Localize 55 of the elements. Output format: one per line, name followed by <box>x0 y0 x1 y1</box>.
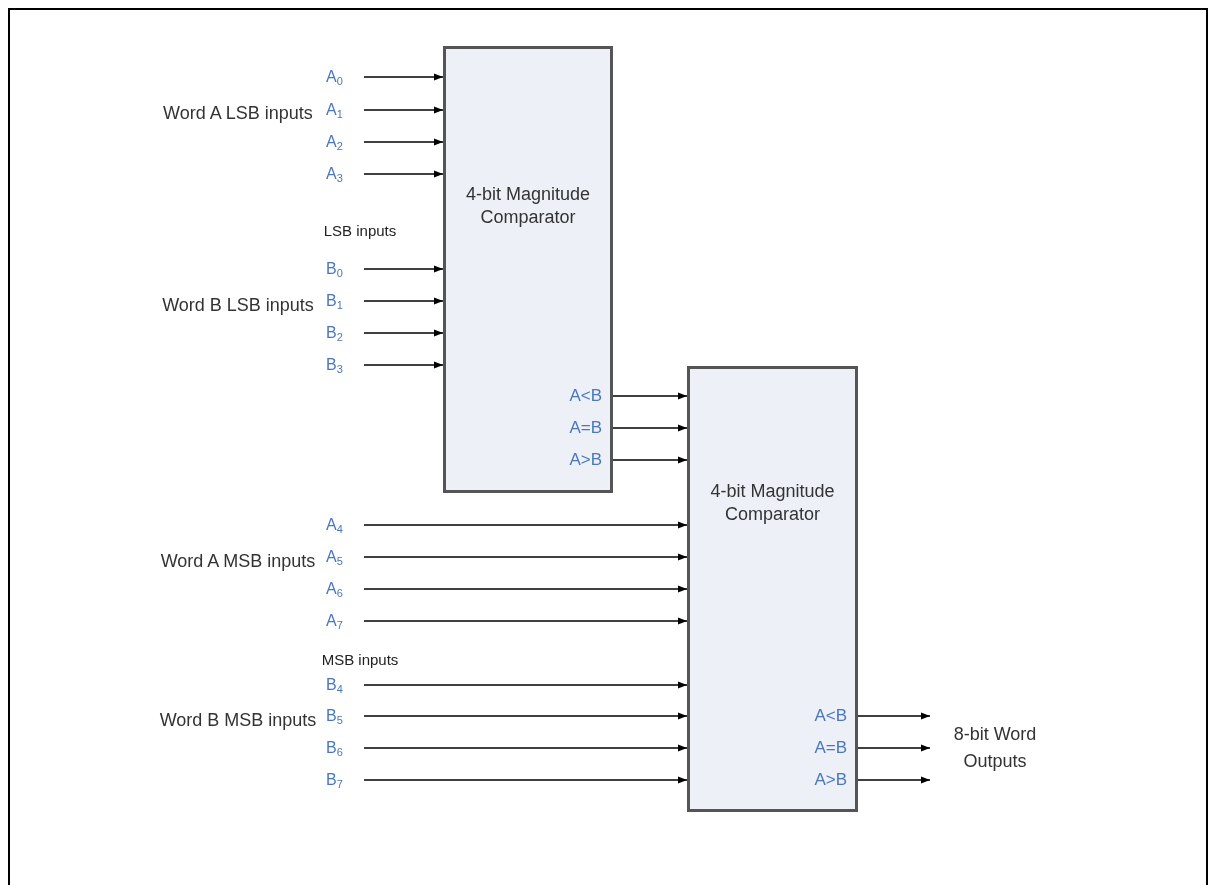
arrow <box>363 138 444 146</box>
input-pin-label: A$_{6}$ <box>326 580 344 598</box>
input-pin-label: A$_{0}$ <box>326 68 344 86</box>
arrow <box>612 456 688 464</box>
arrow <box>363 297 444 305</box>
input-pin-label: A$_{1}$ <box>326 101 344 119</box>
arrow <box>363 329 444 337</box>
arrow <box>612 392 688 400</box>
block-title: 4-bit Magnitude Comparator <box>464 183 592 229</box>
output-pin-label: A<B <box>814 706 847 726</box>
group-label: Word B LSB inputs <box>161 294 315 317</box>
input-pin-label: A$_{4}$ <box>326 516 344 534</box>
block-title: 4-bit Magnitude Comparator <box>709 480 836 526</box>
input-pin-label: B$_{6}$ <box>326 739 344 757</box>
group-label: MSB inputs <box>320 650 400 670</box>
arrow <box>363 170 444 178</box>
arrow <box>857 776 931 784</box>
input-pin-label: A$_{5}$ <box>326 548 344 566</box>
arrow <box>857 712 931 720</box>
input-pin-label: B$_{5}$ <box>326 707 344 725</box>
output-pin-label: A=B <box>814 738 847 758</box>
group-label: Word A MSB inputs <box>159 550 317 573</box>
input-pin-label: A$_{7}$ <box>326 612 344 630</box>
arrow <box>857 744 931 752</box>
group-label: Word A LSB inputs <box>162 102 314 125</box>
input-pin-label: A$_{3}$ <box>326 165 344 183</box>
arrow <box>363 553 688 561</box>
comparator-block <box>687 366 858 812</box>
input-pin-label: B$_{7}$ <box>326 771 344 789</box>
output-pin-label: A<B <box>569 386 602 406</box>
arrow <box>363 744 688 752</box>
group-label: Word B MSB inputs <box>158 709 318 732</box>
output-label: 8-bit Word Outputs <box>952 723 1038 773</box>
input-pin-label: B$_{3}$ <box>326 356 344 374</box>
arrow <box>612 424 688 432</box>
arrow <box>363 361 444 369</box>
arrow <box>363 681 688 689</box>
arrow <box>363 585 688 593</box>
arrow <box>363 617 688 625</box>
output-pin-label: A=B <box>569 418 602 438</box>
arrow <box>363 265 444 273</box>
input-pin-label: B$_{2}$ <box>326 324 344 342</box>
input-pin-label: A$_{2}$ <box>326 133 344 151</box>
input-pin-label: B$_{4}$ <box>326 676 344 694</box>
output-pin-label: A>B <box>569 450 602 470</box>
group-label: LSB inputs <box>322 221 398 241</box>
arrow <box>363 712 688 720</box>
arrow <box>363 776 688 784</box>
arrow <box>363 521 688 529</box>
input-pin-label: B$_{0}$ <box>326 260 344 278</box>
comparator-block <box>443 46 613 493</box>
arrow <box>363 106 444 114</box>
arrow <box>363 73 444 81</box>
input-pin-label: B$_{1}$ <box>326 292 344 310</box>
output-pin-label: A>B <box>814 770 847 790</box>
